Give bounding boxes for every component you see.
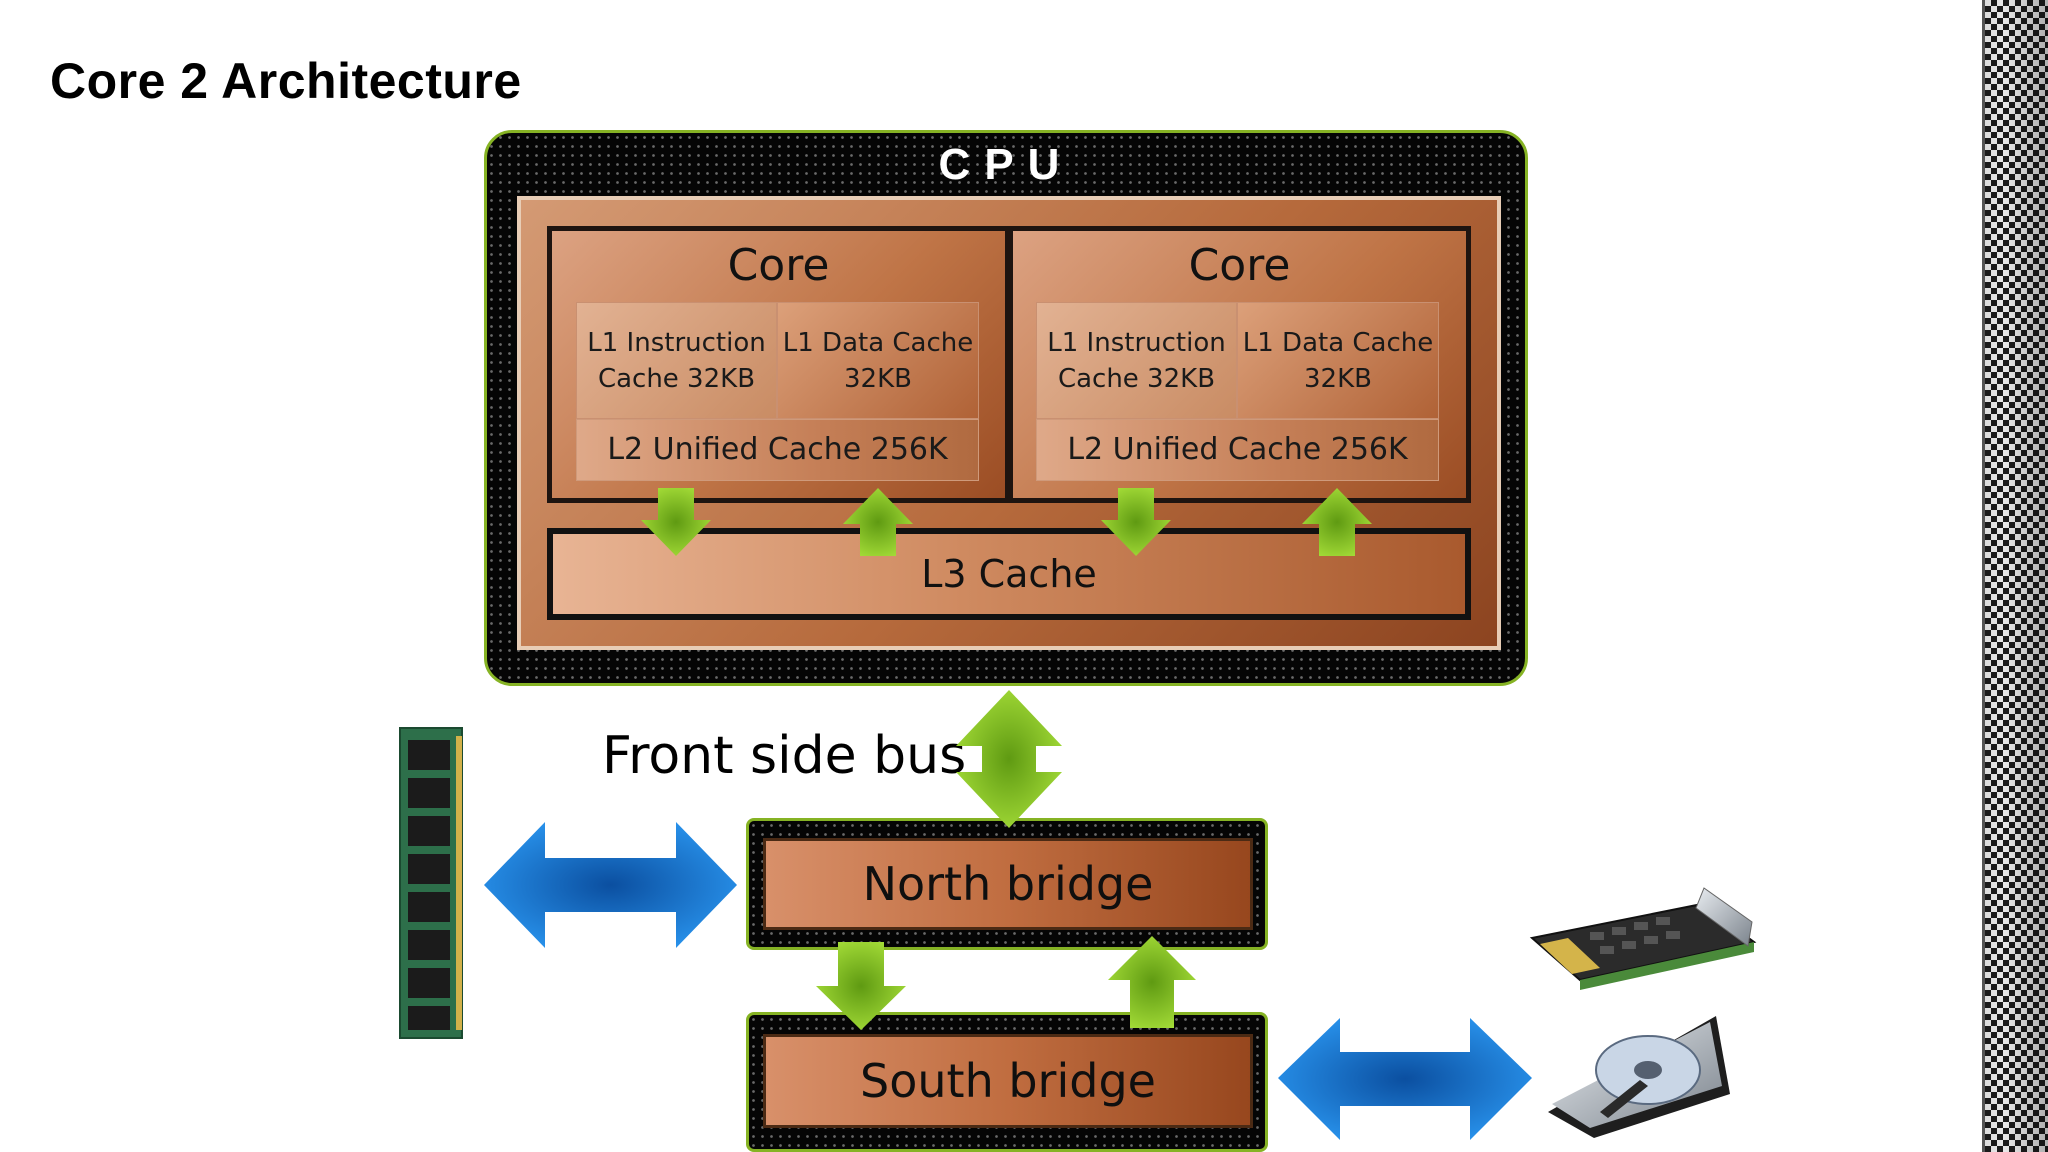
- arrow-south-to-north: [1108, 936, 1196, 1028]
- hard-drive-icon: [1548, 1016, 1730, 1138]
- core-1-l1-instruction-cache: L1 Instruction Cache 32KB: [576, 302, 777, 419]
- front-side-bus-arrow: [956, 690, 1062, 828]
- core-2-title: Core: [1188, 240, 1291, 291]
- decorative-edge-strip: [1985, 0, 2048, 1152]
- ssd-card-icon: [1529, 887, 1757, 990]
- core-1-l2-cache: L2 Unified Cache 256K: [576, 419, 979, 481]
- north-bridge: North bridge: [763, 838, 1253, 930]
- arrow-core2-up: [1302, 488, 1372, 556]
- core-1-l1-data-cache: L1 Data Cache 32KB: [777, 302, 979, 419]
- south-bridge: South bridge: [763, 1034, 1253, 1128]
- core-2-l2-cache: L2 Unified Cache 256K: [1036, 419, 1439, 481]
- l3-cache: L3 Cache: [547, 528, 1471, 620]
- front-side-bus-label: Front side bus: [602, 726, 967, 786]
- edge-divider: [1982, 0, 1985, 1152]
- ram-module-icon: [399, 727, 463, 1039]
- core-1-title: Core: [727, 240, 830, 291]
- memory-bus-arrow: [484, 822, 737, 948]
- core-2-l1-data-cache: L1 Data Cache 32KB: [1237, 302, 1439, 419]
- cpu-label: CPU: [938, 140, 1074, 189]
- arrow-core1-down: [641, 488, 711, 556]
- arrow-core2-down: [1101, 488, 1171, 556]
- arrow-north-to-south: [816, 942, 906, 1030]
- storage-bus-arrow: [1278, 1018, 1532, 1140]
- slide-title: Core 2 Architecture: [50, 53, 522, 109]
- arrow-core1-up: [843, 488, 913, 556]
- core-2-l1-instruction-cache: L1 Instruction Cache 32KB: [1036, 302, 1237, 419]
